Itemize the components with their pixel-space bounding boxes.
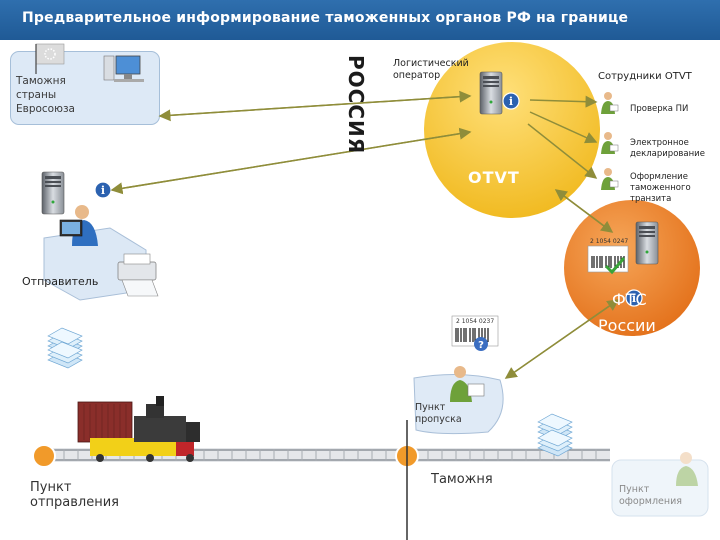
barcode-icon-middle: ? [451,315,499,351]
printer-icon [117,253,159,297]
checkpoint-line2: пропуска [415,414,462,425]
clearance-point-area [611,452,709,517]
sender-label: Отправитель [22,275,99,288]
role-3-line3: транзита [630,194,672,204]
eu-customs-line2: страны [16,89,57,101]
checkpoint-label: Пункт пропуска [415,402,462,426]
sender-person-icon [59,205,98,246]
departure-line1: Пункт [30,480,72,495]
train-icon [77,396,200,462]
clearance-label: Пункт оформления [619,484,682,508]
departure-station-icon [32,444,56,468]
otvt-info-icon [502,92,520,110]
checkpoint-line1: Пункт [415,402,446,413]
role-label-1: Проверка ПИ [630,104,688,115]
eu-customs-line3: Евросоюза [16,103,75,115]
logistics-operator-label: Логистический оператор [393,58,469,82]
departure-line2: отправления [30,495,119,510]
barcode-number-middle: 2 1054 0237 [456,318,495,325]
customs-label: Таможня [431,472,493,487]
sender-info-icon [94,181,112,199]
role-3-line1: Оформление [630,172,688,182]
fts-label: ФТС [612,290,647,309]
eu-customs-label: Таможня страны Евросоюза [16,74,75,116]
flow-arrows [110,90,620,379]
role-label-3: Оформление таможенного транзита [630,172,691,205]
sender-server-icon [41,171,65,215]
checkpoint-officer-icon [450,366,485,402]
staff-person-icon-1 [600,91,619,115]
check-icon [604,257,626,275]
eu-customs-line1: Таможня [16,75,66,87]
departure-label: Пункт отправления [30,480,119,510]
staff-person-icon-3 [600,167,619,191]
role-1-line1: Проверка ПИ [630,104,689,114]
role-label-2: Электронное декларирование [630,138,705,160]
eu-computer-icon [103,55,144,82]
role-2-line1: Электронное [630,138,689,148]
clearance-line1: Пункт [619,484,650,495]
logistics-line2: оператор [393,70,441,81]
header-bar: Предварительное информирование таможенны… [0,0,720,40]
otvt-label: OTVT [468,168,520,187]
fts-circle [564,200,700,336]
logistics-line1: Логистический [393,58,469,69]
otvt-circle [424,42,600,218]
page-title: Предварительное информирование таможенны… [22,10,629,26]
svg-text:?: ? [478,340,484,351]
eu-flag-icon [35,43,65,74]
russia-label: РОССИЯ [344,55,368,155]
fts-server-icon [635,221,659,265]
staff-title: Сотрудники OTVT [598,71,692,82]
clearance-line2: оформления [619,496,682,507]
staff-person-icon-2 [600,131,619,155]
role-2-line2: декларирование [630,149,705,159]
barcode-number-fts: 2 1054 0247 [590,238,629,245]
otvt-server-icon [479,71,503,115]
role-3-line2: таможенного [630,183,691,193]
fts-russia-label: России [598,316,656,335]
